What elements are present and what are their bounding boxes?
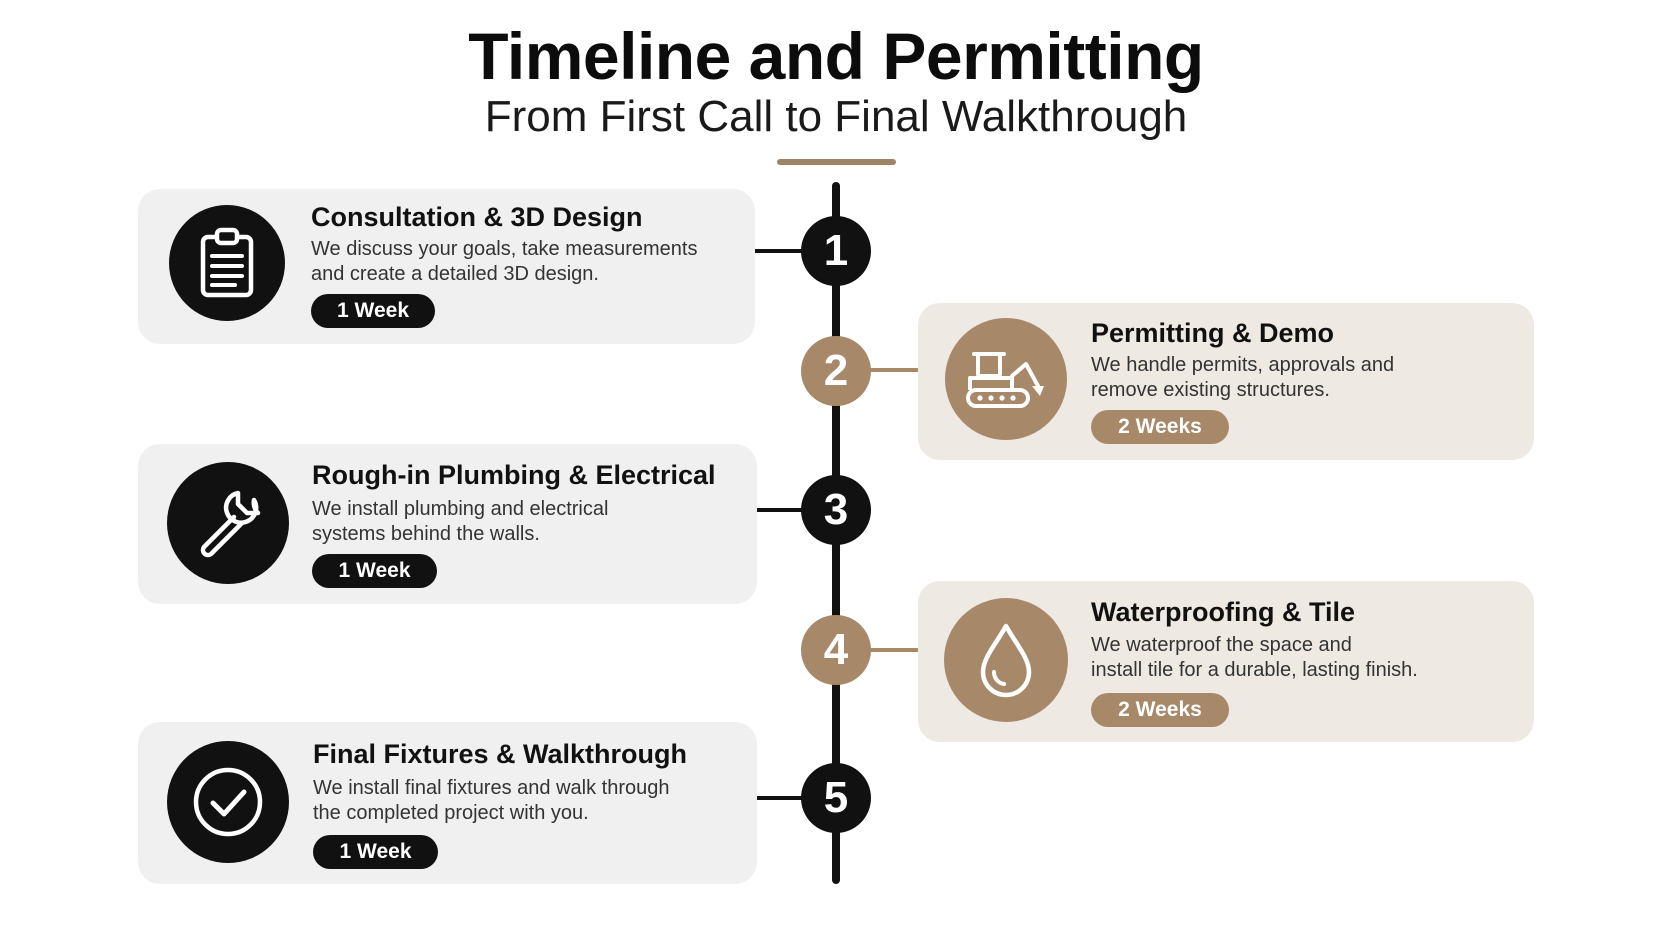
step-title-1: Consultation & 3D Design [311,202,643,232]
clipboard-icon [169,205,285,321]
step-number-4: 4 [801,615,871,685]
duration-badge-4: 2 Weeks [1091,693,1229,727]
connector-step-2 [836,368,918,372]
connector-step-1 [755,249,835,253]
page-subtitle: From First Call to Final Walkthrough [484,92,1188,141]
wrench-icon [167,462,289,584]
water-drop-icon [944,598,1068,722]
step-description-4: We waterproof the space and install tile… [1091,634,1418,681]
bulldozer-icon [945,318,1067,440]
connector-step-5 [755,796,835,800]
step-number-5: 5 [801,763,871,833]
step-title-3: Rough-in Plumbing & Electrical [312,460,716,490]
step-description-3: We install plumbing and electrical syste… [312,498,609,545]
connector-step-4 [836,648,918,652]
step-title-5: Final Fixtures & Walkthrough [313,739,688,769]
step-number-3: 3 [801,475,871,545]
step-card-2: Permitting & Demo We handle permits, app… [918,303,1534,460]
step-card-3: Rough-in Plumbing & Electrical We instal… [138,444,757,604]
step-description-1: We discuss your goals, take measurements… [311,238,698,285]
check-circle-icon [167,741,289,863]
step-card-1: Consultation & 3D Design We discuss your… [138,189,755,344]
step-number-2: 2 [801,336,871,406]
step-title-2: Permitting & Demo [1091,318,1335,348]
step-title-4: Waterproofing & Tile [1091,597,1356,627]
duration-badge-2: 2 Weeks [1091,410,1229,444]
step-description-5: We install final fixtures and walk throu… [313,777,670,824]
step-number-1: 1 [801,216,871,286]
step-description-2: We handle permits, approvals and remove … [1091,354,1395,401]
title-divider [777,159,896,165]
duration-badge-5: 1 Week [313,835,438,869]
page-title: Timeline and Permitting [468,19,1204,93]
connector-step-3 [755,508,835,512]
step-card-5: Final Fixtures & Walkthrough We install … [138,722,757,884]
step-card-4: Waterproofing & Tile We waterproof the s… [918,581,1534,742]
duration-badge-3: 1 Week [312,554,437,588]
duration-badge-1: 1 Week [311,294,435,328]
